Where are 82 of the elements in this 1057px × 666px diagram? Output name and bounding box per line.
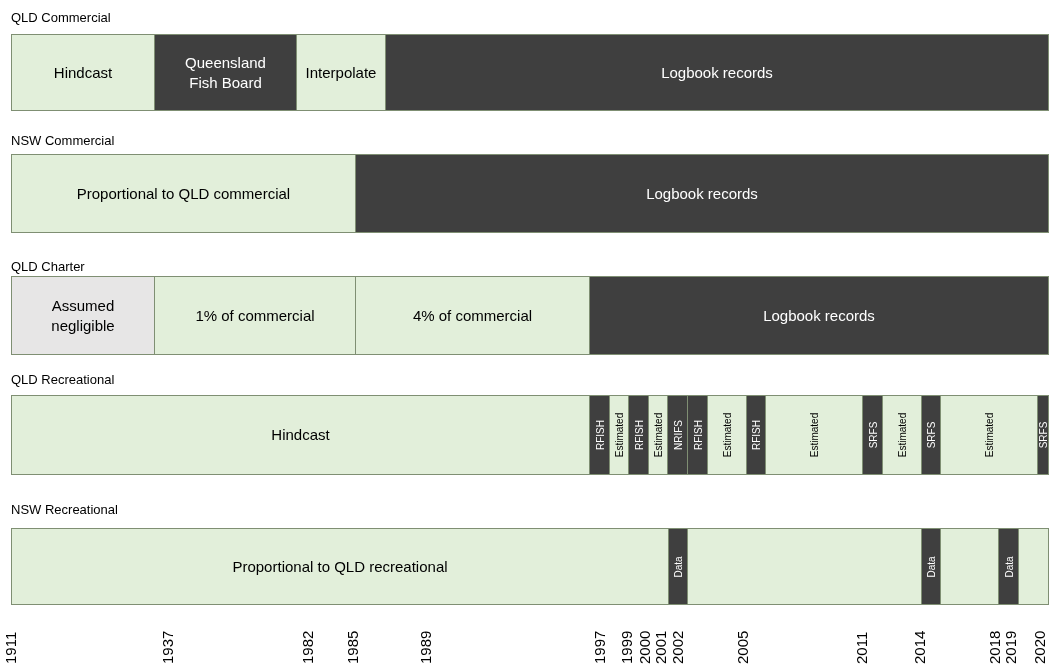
- period-bar: [940, 528, 999, 605]
- year-label: 1985: [345, 630, 361, 664]
- period-label: Hindcast: [270, 425, 331, 445]
- year-label: 2018: [987, 630, 1003, 664]
- year-label: 1982: [300, 630, 316, 664]
- period-label: Assumed negligible: [50, 296, 116, 335]
- period-label: NRIFS: [671, 420, 684, 450]
- period-label: Logbook records: [660, 62, 774, 83]
- period-label: Estimated: [895, 412, 909, 458]
- period-bar: [11, 395, 590, 475]
- data-source-bar: [628, 395, 649, 475]
- period-label: Logbook records: [645, 183, 759, 204]
- year-label: 1999: [619, 630, 635, 664]
- data-source-bar: [668, 528, 688, 605]
- year-label: 2020: [1032, 630, 1048, 664]
- period-label: Estimated: [720, 412, 734, 458]
- period-label: SRFS: [924, 421, 938, 449]
- data-source-bar: [589, 276, 1049, 355]
- period-label: 4% of commercial: [411, 305, 534, 326]
- row-heading: NSW Commercial: [11, 133, 115, 148]
- row-heading: QLD Charter: [11, 259, 85, 274]
- period-bar: [940, 395, 1038, 475]
- period-label: RFISH: [749, 420, 763, 450]
- data-source-bar: [154, 34, 297, 111]
- year-label: 2019: [1003, 630, 1019, 664]
- data-source-bar: [385, 34, 1049, 111]
- period-bar: [154, 276, 356, 355]
- period-bar: [687, 528, 922, 605]
- year-label: 2002: [670, 630, 686, 664]
- period-bar: [355, 276, 590, 355]
- data-source-bar: [355, 154, 1049, 233]
- year-label: 2014: [912, 630, 928, 664]
- period-bar: [296, 34, 386, 111]
- period-bar: [11, 276, 155, 355]
- period-label: Data: [924, 555, 938, 578]
- year-label: 1989: [418, 630, 434, 664]
- row-heading: NSW Recreational: [11, 502, 118, 517]
- period-label: Estimated: [807, 412, 821, 458]
- period-label: SRFS: [1036, 421, 1050, 449]
- year-label: 1911: [3, 631, 19, 664]
- period-label: Data: [671, 555, 685, 578]
- year-label: 2011: [854, 631, 870, 664]
- data-source-bar: [998, 528, 1019, 605]
- period-bar: [1018, 528, 1049, 605]
- period-label: Estimated: [612, 412, 626, 458]
- period-bar: [648, 395, 668, 475]
- period-bar: [11, 528, 669, 605]
- period-label: Logbook records: [762, 305, 876, 326]
- period-label: Estimated: [651, 412, 665, 458]
- data-source-bar: [667, 395, 688, 475]
- row-heading: QLD Recreational: [11, 372, 115, 387]
- year-label: 2000: [637, 630, 653, 664]
- period-bar: [882, 395, 922, 475]
- period-label: RFISH: [593, 420, 606, 450]
- data-source-bar: [687, 395, 708, 475]
- period-label: Interpolate: [304, 62, 378, 83]
- data-source-bar: [921, 395, 941, 475]
- year-label: 1937: [160, 630, 176, 664]
- data-source-bar: [1037, 395, 1049, 475]
- year-label: 1997: [592, 630, 608, 664]
- period-label: SRFS: [866, 421, 879, 449]
- year-label: 2001: [653, 630, 669, 664]
- period-bar: [707, 395, 747, 475]
- period-bar: [11, 154, 356, 233]
- period-label: Hindcast: [52, 62, 114, 83]
- period-label: Data: [1002, 555, 1015, 578]
- data-source-bar: [746, 395, 766, 475]
- period-label: Queensland Fish Board: [184, 53, 267, 92]
- row-heading: QLD Commercial: [11, 10, 111, 25]
- period-label: Proportional to QLD commercial: [75, 183, 292, 204]
- period-label: Estimated: [982, 412, 996, 458]
- period-bar: [609, 395, 629, 475]
- period-bar: [11, 34, 155, 111]
- data-source-bar: [921, 528, 941, 605]
- data-source-bar: [862, 395, 883, 475]
- year-label: 2005: [735, 630, 751, 664]
- period-label: 1% of commercial: [194, 305, 316, 326]
- period-label: RFISH: [691, 420, 704, 450]
- period-bar: [765, 395, 863, 475]
- data-source-bar: [589, 395, 610, 475]
- period-label: Proportional to QLD recreational: [231, 556, 449, 577]
- period-label: RFISH: [632, 420, 645, 450]
